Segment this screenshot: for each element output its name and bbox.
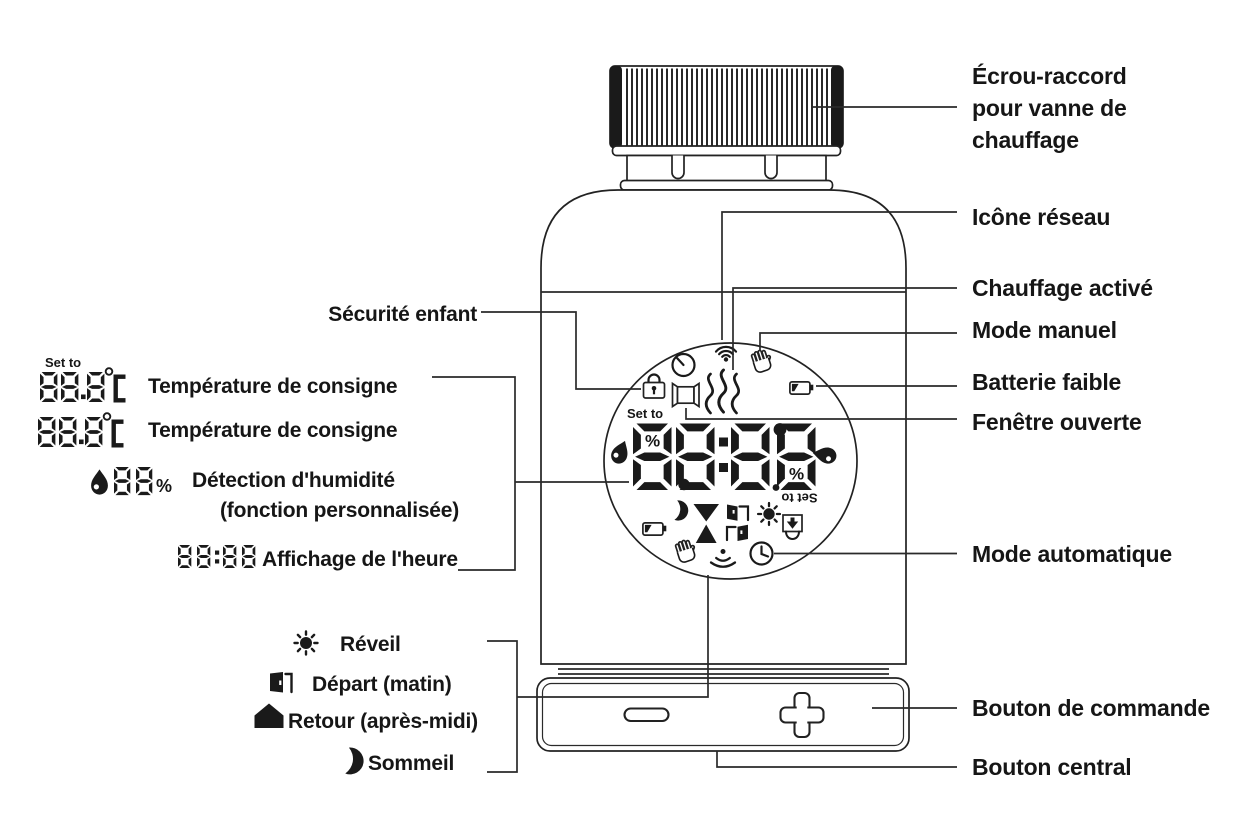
label-time: Affichage de l'heure <box>262 548 458 571</box>
leader-central <box>716 751 957 768</box>
wake-icon <box>756 501 782 527</box>
valve-collar <box>611 145 842 191</box>
temp-display-1-glyphs <box>81 367 126 403</box>
leader-heating <box>732 287 957 370</box>
label-nut-2: pour vanne de <box>972 95 1127 121</box>
label-nut-1: Écrou-raccord <box>972 62 1127 89</box>
label-heating: Chauffage activé <box>972 275 1153 301</box>
valve-nut <box>609 65 844 149</box>
low-battery-icon <box>789 381 815 395</box>
display-set-to: Set to <box>627 406 663 421</box>
label-control: Bouton de commande <box>972 695 1210 721</box>
left-labels: Sécurité enfant Set to Température de co… <box>45 303 477 571</box>
minus-button <box>623 707 670 723</box>
network-icon <box>714 345 738 362</box>
humidity-icon <box>91 469 108 495</box>
leader-schedule-bracket <box>487 575 709 773</box>
label-humidity-2: (fonction personnalisée) <box>220 499 459 522</box>
display-percent-right: % <box>789 465 804 484</box>
schedule-labels: Réveil Départ (matin) Retour (après-midi… <box>254 630 478 775</box>
label-leave: Départ (matin) <box>312 673 452 696</box>
sleep-moon-icon <box>345 747 364 775</box>
child-lock-icon <box>642 373 666 399</box>
nut-ridges <box>626 68 828 146</box>
label-central: Bouton central <box>972 754 1131 780</box>
label-child-lock: Sécurité enfant <box>328 303 477 326</box>
leave-door-icon <box>270 672 293 694</box>
plus-button <box>779 691 825 739</box>
humidity-percent-sign: % <box>156 476 172 496</box>
auto-mode-clock-icon <box>749 541 774 566</box>
seven-segment-digits <box>38 372 816 568</box>
display-set-to-mirrored: Set to <box>781 491 817 506</box>
right-labels: Écrou-raccord pour vanne de chauffage Ic… <box>972 62 1210 780</box>
label-window: Fenêtre ouverte <box>972 409 1142 435</box>
hourglass-icon <box>693 504 719 543</box>
time-display-colon <box>215 550 220 564</box>
label-humidity-1: Détection d'humidité <box>192 469 395 492</box>
return-house-icon <box>254 703 284 728</box>
open-window-icon <box>671 381 700 409</box>
leader-network <box>721 211 957 340</box>
leader-window <box>685 408 957 420</box>
low-battery-icon-2 <box>642 522 668 536</box>
label-battery: Batterie faible <box>972 369 1121 395</box>
leader-manual <box>759 332 957 351</box>
label-set-to: Set to <box>45 355 81 370</box>
leave-return-doors-icon <box>725 504 750 542</box>
label-set-temp-1: Température de consigne <box>148 375 397 398</box>
control-ring <box>536 677 910 752</box>
lcd-display: Set to % % Set to <box>38 342 858 580</box>
valve-adapter-icon <box>782 514 803 540</box>
label-network: Icône réseau <box>972 204 1110 230</box>
display-percent-left: % <box>645 432 660 451</box>
device-drawing: Set to % % Set to <box>38 65 910 752</box>
wake-sun-icon <box>293 630 319 656</box>
label-sleep: Sommeil <box>368 752 454 775</box>
temp-display-2-glyphs <box>79 412 124 448</box>
signal-waves-icon <box>709 549 737 568</box>
label-auto: Mode automatique <box>972 541 1172 567</box>
label-return: Retour (après-midi) <box>288 710 478 733</box>
heating-active-icon <box>704 368 740 415</box>
leader-child-lock <box>481 311 641 390</box>
leader-readouts-bracket <box>432 376 629 571</box>
connector-lines <box>432 106 957 773</box>
label-set-temp-2: Température de consigne <box>148 419 397 442</box>
timer-icon <box>671 352 696 378</box>
label-nut-3: chauffage <box>972 127 1079 153</box>
label-manual: Mode manuel <box>972 317 1117 343</box>
label-wake: Réveil <box>340 633 401 656</box>
